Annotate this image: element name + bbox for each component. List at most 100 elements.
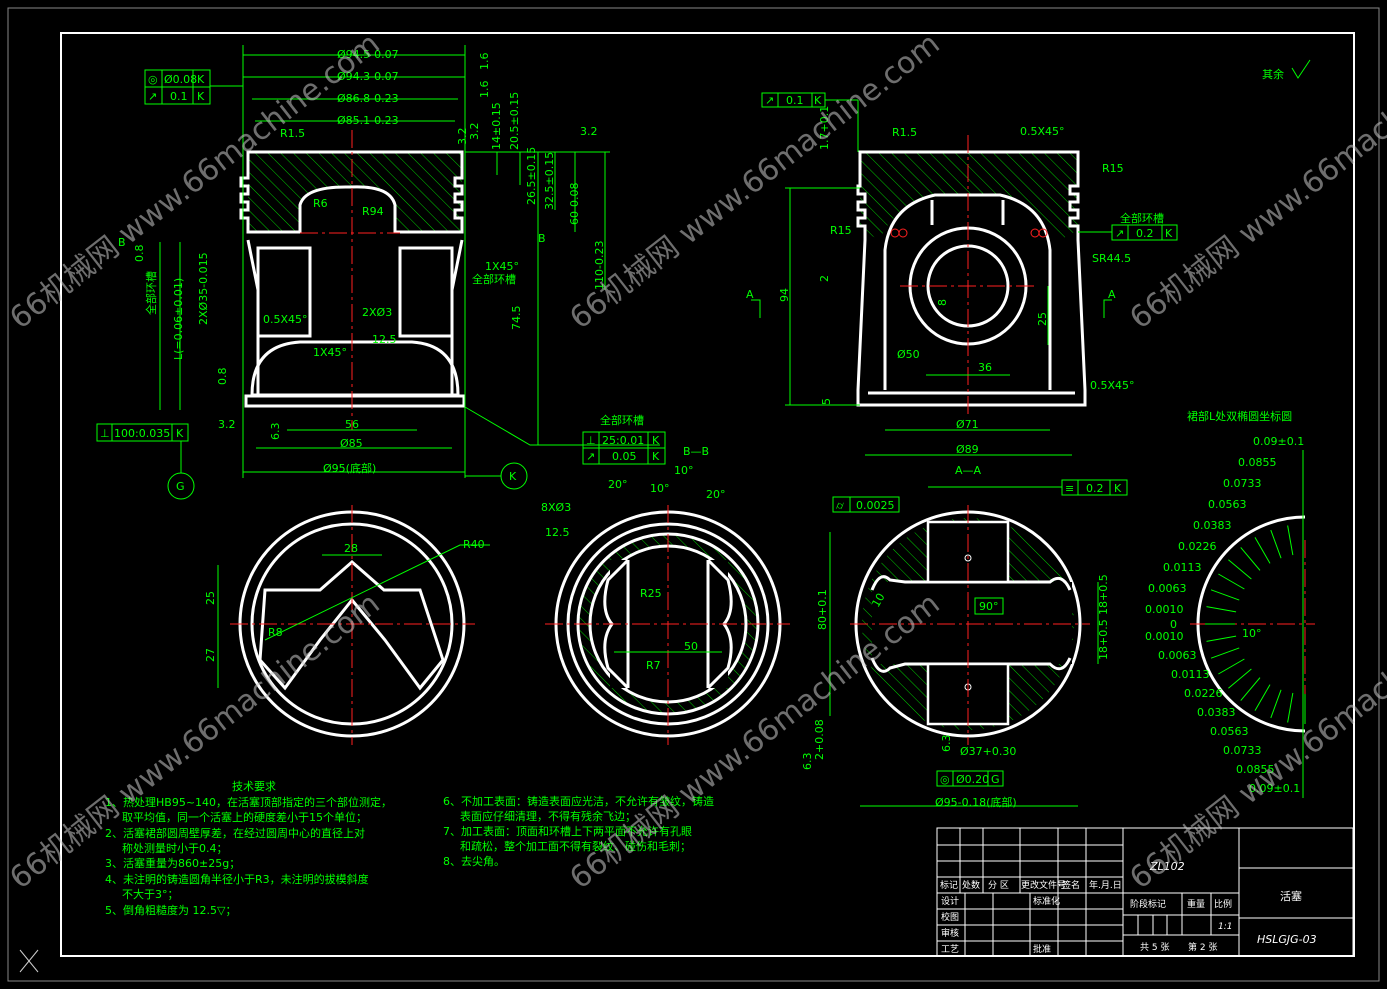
- svg-text:K: K: [197, 73, 205, 86]
- svg-text:全部环槽: 全部环槽: [600, 413, 644, 427]
- svg-text:110-0.23: 110-0.23: [593, 241, 606, 290]
- ellipse-value-label: 0.0113: [1163, 561, 1202, 574]
- svg-text:R8: R8: [268, 626, 283, 639]
- ellipse-value-label: 0.0383: [1193, 519, 1232, 532]
- svg-text:K: K: [176, 427, 184, 440]
- close-x-icon[interactable]: [19, 949, 39, 973]
- svg-text:Ø0.08: Ø0.08: [164, 73, 197, 86]
- svg-text:8: 8: [936, 299, 949, 306]
- svg-text:SR44.5: SR44.5: [1092, 252, 1131, 265]
- svg-text:0.5X45°: 0.5X45°: [1090, 379, 1135, 392]
- svg-text:6.3: 6.3: [940, 735, 953, 753]
- svg-text:20°: 20°: [706, 488, 726, 501]
- svg-text:↗: ↗: [1115, 227, 1124, 240]
- svg-text:32.5±0.15: 32.5±0.15: [543, 152, 556, 210]
- svg-text:20°: 20°: [608, 478, 628, 491]
- svg-text:取平均值，同一个活塞上的硬度差小于15个单位；: 取平均值，同一个活塞上的硬度差小于15个单位；: [122, 810, 367, 824]
- svg-text:3、活塞重量为860±25g；: 3、活塞重量为860±25g；: [105, 856, 240, 870]
- svg-text:14±0.15: 14±0.15: [490, 102, 503, 150]
- svg-text:10: 10: [869, 591, 887, 610]
- ellipse-leader-line: [1218, 658, 1245, 675]
- position-icon: ◎: [940, 773, 950, 786]
- svg-text:5、倒角粗糙度为 12.5▽；: 5、倒角粗糙度为 12.5▽；: [105, 903, 236, 917]
- ellipse-leader-line: [1254, 684, 1271, 711]
- ellipse-value-label: 0.0733: [1223, 477, 1262, 490]
- section-aa-labels: A—A R1.5 0.5X45° R15 R15 SR44.5 Ø50 36 2…: [746, 106, 1135, 477]
- svg-text:0.8: 0.8: [216, 368, 229, 386]
- svg-text:称处测量时小于0.4；: 称处测量时小于0.4；: [122, 841, 228, 855]
- svg-text:⊥: ⊥: [100, 427, 110, 440]
- svg-text:B: B: [538, 232, 546, 245]
- svg-text:36: 36: [978, 361, 992, 374]
- ellipse-leader-line: [1270, 529, 1282, 559]
- svg-text:共 5 张: 共 5 张: [1140, 942, 1169, 953]
- svg-text:12.5: 12.5: [372, 333, 397, 346]
- svg-text:3.2: 3.2: [456, 128, 469, 146]
- svg-text:0.05: 0.05: [612, 450, 637, 463]
- svg-text:审核: 审核: [941, 927, 959, 939]
- svg-text:分 区: 分 区: [988, 880, 1009, 891]
- surface-note: 其余: [1262, 67, 1284, 81]
- svg-text:批准: 批准: [1033, 943, 1051, 955]
- svg-text:18+0.5: 18+0.5: [1097, 574, 1110, 615]
- svg-text:R94: R94: [362, 205, 384, 218]
- svg-text:3.2: 3.2: [580, 125, 598, 138]
- svg-text:K: K: [652, 434, 660, 447]
- ellipse-value-label: 0.0010: [1145, 630, 1184, 643]
- svg-text:R40: R40: [463, 538, 485, 551]
- svg-text:2+0.08: 2+0.08: [813, 719, 826, 760]
- svg-text:⊥: ⊥: [586, 434, 596, 447]
- svg-text:18+0.5: 18+0.5: [1097, 619, 1110, 660]
- tech-requirements: 技术要求 1、热处理HB95~140，在活塞顶部指定的三个部位测定， 取平均值，…: [105, 780, 714, 917]
- svg-text:◎: ◎: [148, 73, 158, 86]
- ellipse-leader-line: [1218, 573, 1245, 590]
- svg-text:0.2: 0.2: [1086, 482, 1104, 495]
- svg-text:A: A: [746, 288, 754, 301]
- svg-text:Ø0.20: Ø0.20: [956, 773, 989, 786]
- svg-text:签名: 签名: [1062, 879, 1080, 891]
- ellipse-value-label: 0.0855: [1236, 763, 1275, 776]
- svg-text:R15: R15: [1102, 162, 1124, 175]
- svg-text:1.6: 1.6: [478, 81, 491, 99]
- ellipse-value-label: 0.09±0.1: [1253, 435, 1304, 448]
- ellipse-leader-line: [1240, 677, 1261, 701]
- front-section-view: [159, 45, 660, 478]
- svg-text:A: A: [1108, 288, 1116, 301]
- roughness-symbol-icon: [1291, 59, 1311, 79]
- ellipse-value-label: 0.0063: [1148, 582, 1187, 595]
- svg-text:全部环槽: 全部环槽: [472, 272, 516, 286]
- svg-text:0.0025: 0.0025: [856, 499, 895, 512]
- svg-text:3.2: 3.2: [468, 123, 481, 141]
- ellipse-leader-line: [1206, 606, 1237, 613]
- svg-text:R25: R25: [640, 587, 662, 600]
- svg-text:10°: 10°: [650, 482, 670, 495]
- svg-text:2XØ3: 2XØ3: [362, 306, 392, 319]
- svg-text:A—A: A—A: [955, 464, 982, 477]
- svg-text:10°: 10°: [674, 464, 694, 477]
- svg-text:B: B: [118, 236, 126, 249]
- svg-text:1、热处理HB95~140，在活塞顶部指定的三个部位测定，: 1、热处理HB95~140，在活塞顶部指定的三个部位测定，: [105, 795, 392, 809]
- svg-text:8XØ3: 8XØ3: [541, 501, 571, 514]
- cylindricity-icon: ⌭: [836, 499, 844, 512]
- symmetry-icon: ≡: [1065, 482, 1074, 495]
- ellipse-leader-line: [1287, 525, 1294, 556]
- svg-text:K: K: [814, 94, 822, 107]
- svg-text:↗: ↗: [586, 450, 595, 463]
- svg-text:R7: R7: [646, 659, 661, 672]
- ellipse-value-label: 0.09±0.1: [1249, 782, 1300, 795]
- svg-text:50: 50: [684, 640, 698, 653]
- svg-text:90°: 90°: [979, 600, 999, 613]
- svg-text:5: 5: [820, 398, 833, 405]
- svg-text:Ø71: Ø71: [956, 418, 979, 431]
- datum-g: G: [176, 480, 185, 493]
- svg-text:Ø94.3-0.07: Ø94.3-0.07: [337, 70, 399, 83]
- svg-text:Ø86.8-0.23: Ø86.8-0.23: [337, 92, 399, 105]
- svg-text:比例: 比例: [1214, 898, 1232, 910]
- svg-text:10°: 10°: [1242, 627, 1262, 640]
- svg-text:Ø50: Ø50: [897, 348, 920, 361]
